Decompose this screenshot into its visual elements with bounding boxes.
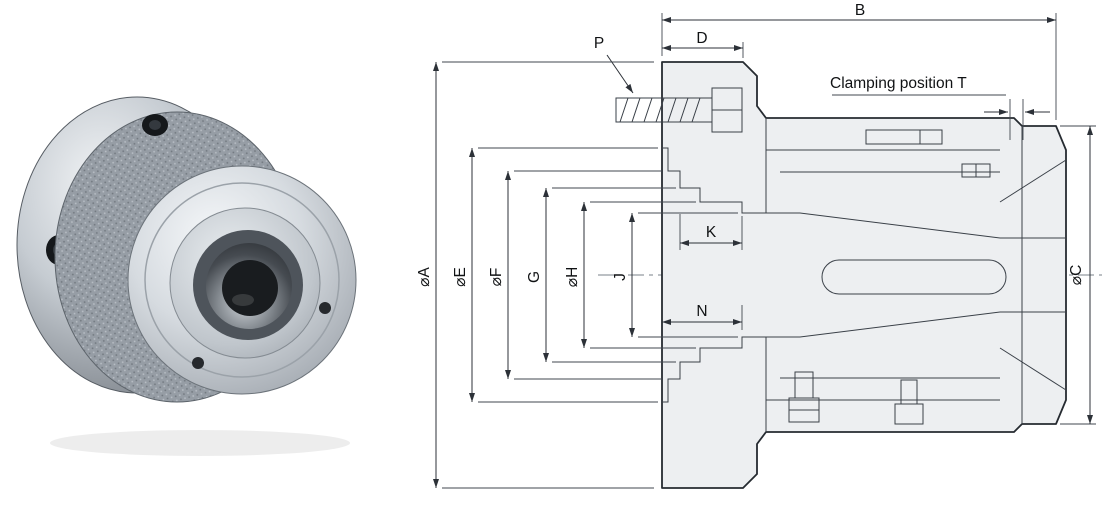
- dim-label-f: ⌀F: [488, 268, 505, 287]
- dim-t: Clamping position T: [830, 75, 1050, 140]
- clamping-position-label: Clamping position T: [830, 75, 967, 92]
- dim-a: ⌀A: [416, 61, 654, 489]
- part-outline: [661, 61, 1067, 489]
- dim-label-h: ⌀H: [564, 267, 581, 288]
- bore-hole: [222, 260, 278, 316]
- dim-label-c: ⌀C: [1068, 265, 1085, 286]
- cam-slot: [821, 259, 1007, 295]
- dim-h: ⌀H: [564, 201, 696, 349]
- dim-label-p: P: [594, 35, 604, 52]
- dim-g: G: [526, 187, 676, 363]
- face-hole-bottom: [192, 357, 204, 369]
- dim-label-j: J: [612, 273, 629, 281]
- chuck-shadow: [50, 430, 350, 456]
- flange-groove: [144, 182, 340, 378]
- product-photo: [16, 96, 357, 456]
- dim-d: D: [662, 30, 744, 58]
- dim-label-e: ⌀E: [452, 267, 469, 287]
- locking-pin-2: [894, 379, 924, 425]
- hex-screw-top-socket: [149, 120, 161, 130]
- bore-reflection: [232, 294, 254, 306]
- dim-n: N: [662, 303, 743, 330]
- collet-taper: [999, 126, 1067, 424]
- locking-pin-1: [788, 371, 820, 423]
- dim-label-k: K: [706, 224, 717, 241]
- technical-drawing: B D P Clamping position T ⌀A: [416, 2, 1102, 489]
- dim-label-a: ⌀A: [416, 267, 433, 287]
- dim-f: ⌀F: [488, 170, 662, 380]
- bore-steps-top: [662, 147, 1066, 239]
- dim-k: K: [679, 214, 743, 250]
- dim-label-b: B: [855, 2, 865, 19]
- draw-bar-stud: [615, 87, 743, 133]
- dim-label-d: D: [696, 30, 707, 47]
- dim-p: P: [594, 35, 634, 94]
- dim-j: J: [612, 212, 738, 338]
- clamping-groove: [865, 129, 991, 178]
- dim-c: ⌀C: [1060, 125, 1096, 425]
- dim-label-n: N: [696, 303, 707, 320]
- sleeve-lines: [766, 149, 1000, 401]
- bore-steps-bottom: [662, 311, 1066, 403]
- face-hole-right: [319, 302, 331, 314]
- dim-e: ⌀E: [452, 147, 658, 403]
- dim-label-g: G: [526, 271, 543, 283]
